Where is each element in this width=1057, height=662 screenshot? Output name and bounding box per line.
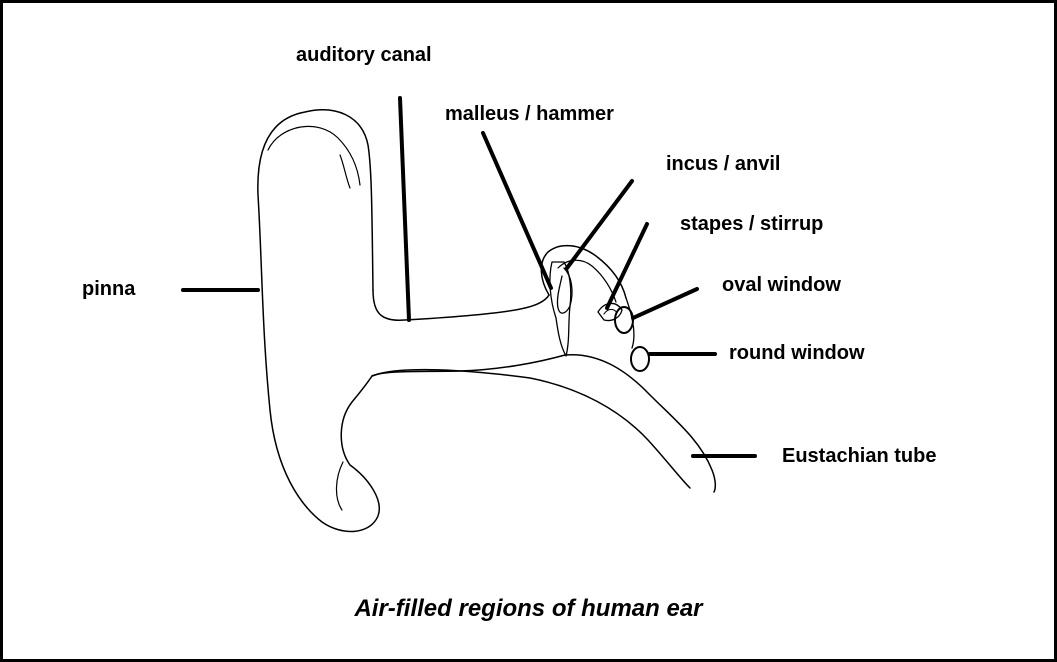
label-pinna: pinna [82,279,135,299]
label-stapes: stapes / stirrup [680,214,823,234]
helix-inner [340,155,350,188]
label-auditory-canal: auditory canal [296,45,432,65]
label-incus: incus / anvil [666,154,780,174]
canal-lower-edge [372,355,565,376]
round-window-shape [631,347,649,371]
malleus-leader [483,133,551,288]
label-malleus: malleus / hammer [445,104,614,124]
label-eustachian-tube: Eustachian tube [782,446,936,466]
stapes-inner [604,309,617,314]
eustachian-upper-edge [565,355,715,492]
canal-upper-edge [373,290,549,320]
incus-leader [567,181,632,268]
stapes-leader [607,224,647,308]
lobe-fold [336,462,343,510]
diagram-caption: Air-filled regions of human ear [0,597,1057,621]
oval-window-leader [633,289,697,318]
label-round-window: round window [729,343,865,363]
cavity-right-edge [626,298,634,348]
auditory-canal-leader [400,98,409,320]
incus-shape [557,268,572,313]
pinna-outline [258,110,379,532]
label-oval-window: oval window [722,275,841,295]
